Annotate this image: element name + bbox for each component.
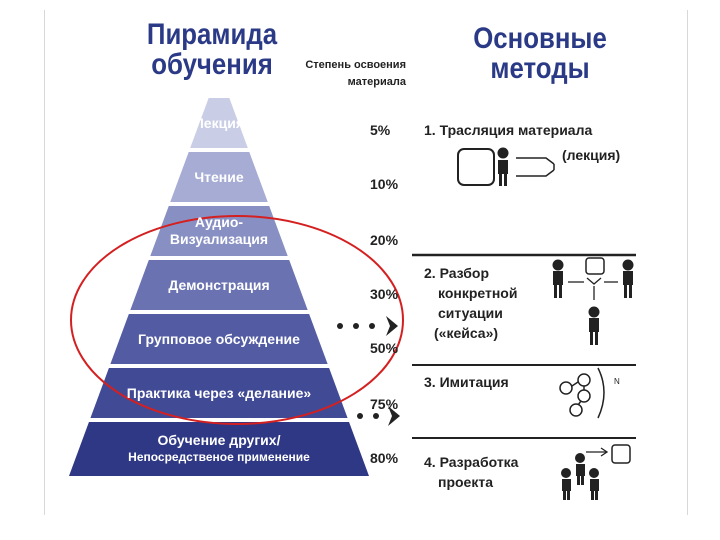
method-lecture-title: 1. Трасляция материала bbox=[424, 122, 593, 138]
case-study-icon bbox=[552, 257, 634, 345]
dotted-arrow-2 bbox=[357, 406, 400, 426]
methods-title-line-2: методы bbox=[490, 52, 590, 85]
method-simulation-title: 3. Имитация bbox=[424, 374, 509, 390]
method-project-line-1: 4. Разработка bbox=[424, 454, 519, 470]
pyramid-label-teaching-others: Обучение других/Непосредственое применен… bbox=[69, 432, 369, 466]
pyramid-label-group-discussion: Групповое обсуждение bbox=[110, 331, 327, 348]
percent-audiovisual: 20% bbox=[370, 232, 399, 248]
method-case-line-3: ситуации bbox=[438, 305, 503, 321]
method-project-line-2: проекта bbox=[438, 474, 493, 490]
method-project: 4. Разработка проекта bbox=[424, 452, 518, 492]
simulation-icon: N bbox=[559, 367, 620, 419]
pyramid-label-teaching-others-line-1: Обучение других/ bbox=[157, 432, 281, 448]
percent-teaching-others: 80% bbox=[370, 450, 399, 466]
methods-title-line-1: Основные bbox=[473, 22, 607, 55]
percent-header-line-1: Степень освоения bbox=[305, 59, 406, 71]
method-case-study: 2. Разбор конкретной ситуации («кейса») bbox=[424, 263, 517, 343]
percent-group-discussion: 50% bbox=[370, 340, 399, 356]
simulation-icon-label: N bbox=[614, 377, 620, 386]
pyramid-label-group-discussion-line-1: Групповое обсуждение bbox=[138, 330, 300, 347]
pyramid-layer-reading bbox=[170, 152, 268, 202]
highlight-ellipse bbox=[70, 215, 404, 425]
pyramid-layer-practice bbox=[90, 368, 348, 418]
method-case-line-4: («кейса») bbox=[434, 325, 499, 341]
pyramid-label-lecture: Лекция bbox=[190, 115, 248, 132]
pyramid-layer-group-discussion bbox=[110, 314, 328, 364]
pyramid-title: Пирамида обучения bbox=[126, 20, 298, 80]
lecture-icon bbox=[457, 147, 555, 186]
pyramid-label-audiovisual-line-2: Визуализация bbox=[169, 231, 269, 247]
pyramid-layer-demonstration bbox=[130, 260, 308, 310]
pyramid-layer-lecture bbox=[190, 98, 248, 148]
method-lecture: 1. Трасляция материала bbox=[424, 120, 592, 140]
percent-practice: 75% bbox=[370, 396, 399, 412]
pyramid-label-reading: Чтение bbox=[170, 169, 268, 186]
project-icon bbox=[561, 444, 631, 500]
percent-reading: 10% bbox=[370, 176, 399, 192]
pyramid-label-practice: Практика через «делание» bbox=[90, 385, 347, 402]
pyramid-label-demonstration: Демонстрация bbox=[130, 277, 307, 294]
pyramid-label-teaching-others-line-2: Непосредственое применение bbox=[128, 450, 310, 464]
method-case-line-1: 2. Разбор bbox=[424, 265, 490, 281]
pyramid-label-demonstration-line-1: Демонстрация bbox=[168, 276, 270, 293]
pyramid-label-reading-line-1: Чтение bbox=[194, 168, 244, 185]
method-case-line-2: конкретной bbox=[438, 285, 518, 301]
pyramid-label-practice-line-1: Практика через «делание» bbox=[126, 384, 312, 401]
method-simulation: 3. Имитация bbox=[424, 372, 509, 392]
pyramid-layer-audiovisual bbox=[150, 206, 288, 256]
percent-header: Степень освоения материала bbox=[294, 57, 406, 91]
percent-lecture: 5% bbox=[370, 122, 391, 138]
pyramid-layer-teaching-others bbox=[69, 422, 369, 476]
pyramid bbox=[69, 98, 369, 476]
dotted-arrow-1 bbox=[337, 316, 398, 336]
pyramid-label-audiovisual-line-1: Аудио- bbox=[194, 214, 244, 230]
method-lecture-note: (лекция) bbox=[562, 147, 621, 163]
pyramid-label-lecture-line-1: Лекция bbox=[193, 114, 244, 131]
percent-demonstration: 30% bbox=[370, 286, 399, 302]
percent-header-line-2: материала bbox=[347, 76, 406, 88]
pyramid-title-line-2: обучения bbox=[151, 48, 273, 81]
methods-title: Основные методы bbox=[454, 24, 626, 84]
pyramid-label-audiovisual: Аудио-Визуализация bbox=[150, 214, 287, 248]
pyramid-title-line-1: Пирамида bbox=[146, 18, 278, 51]
